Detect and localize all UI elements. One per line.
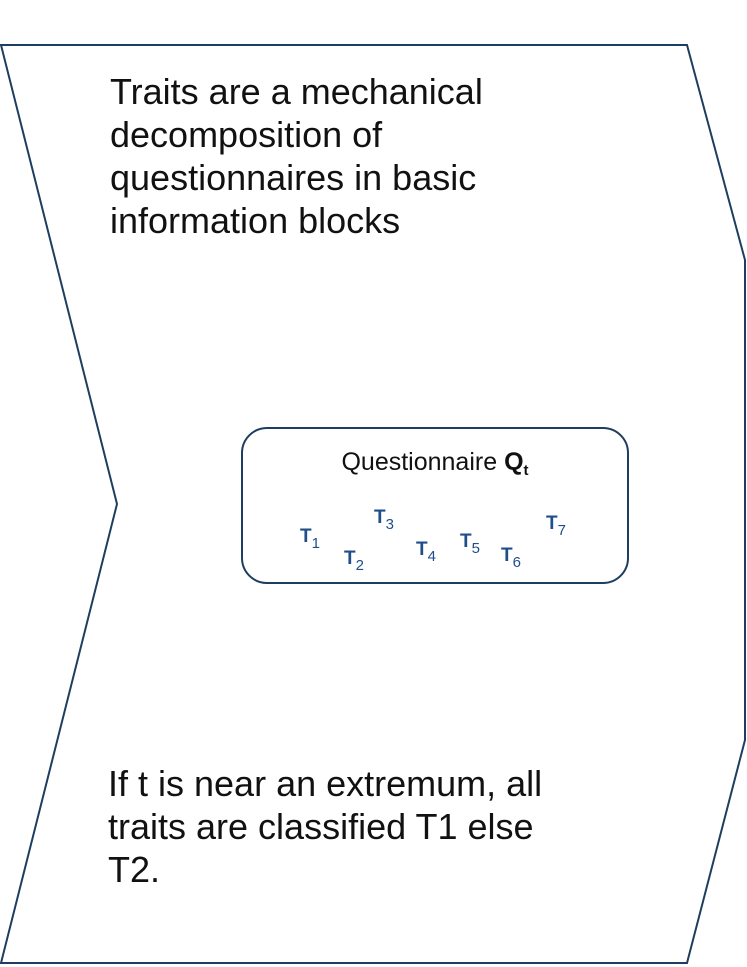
trait-t1: T1: [300, 526, 320, 552]
trait-t4: T4: [416, 539, 436, 565]
questionnaire-label: Questionnaire: [341, 448, 498, 476]
questionnaire-symbol: Q: [504, 448, 524, 476]
trait-t3: T3: [374, 507, 394, 533]
bottom-description: If t is near an extremum, all traits are…: [108, 763, 543, 890]
top-description: Traits are a mechanical decomposition of…: [110, 71, 483, 241]
trait-t5: T5: [460, 531, 480, 557]
questionnaire-symbol-subscript: t: [523, 462, 529, 479]
trait-t7: T7: [546, 513, 566, 539]
questionnaire-box: Questionnaire Qt T1 T2 T3 T4 T5 T6 T7: [241, 427, 629, 584]
questionnaire-title: Questionnaire Qt: [243, 448, 627, 479]
trait-t6: T6: [501, 545, 521, 571]
trait-t2: T2: [344, 548, 364, 574]
